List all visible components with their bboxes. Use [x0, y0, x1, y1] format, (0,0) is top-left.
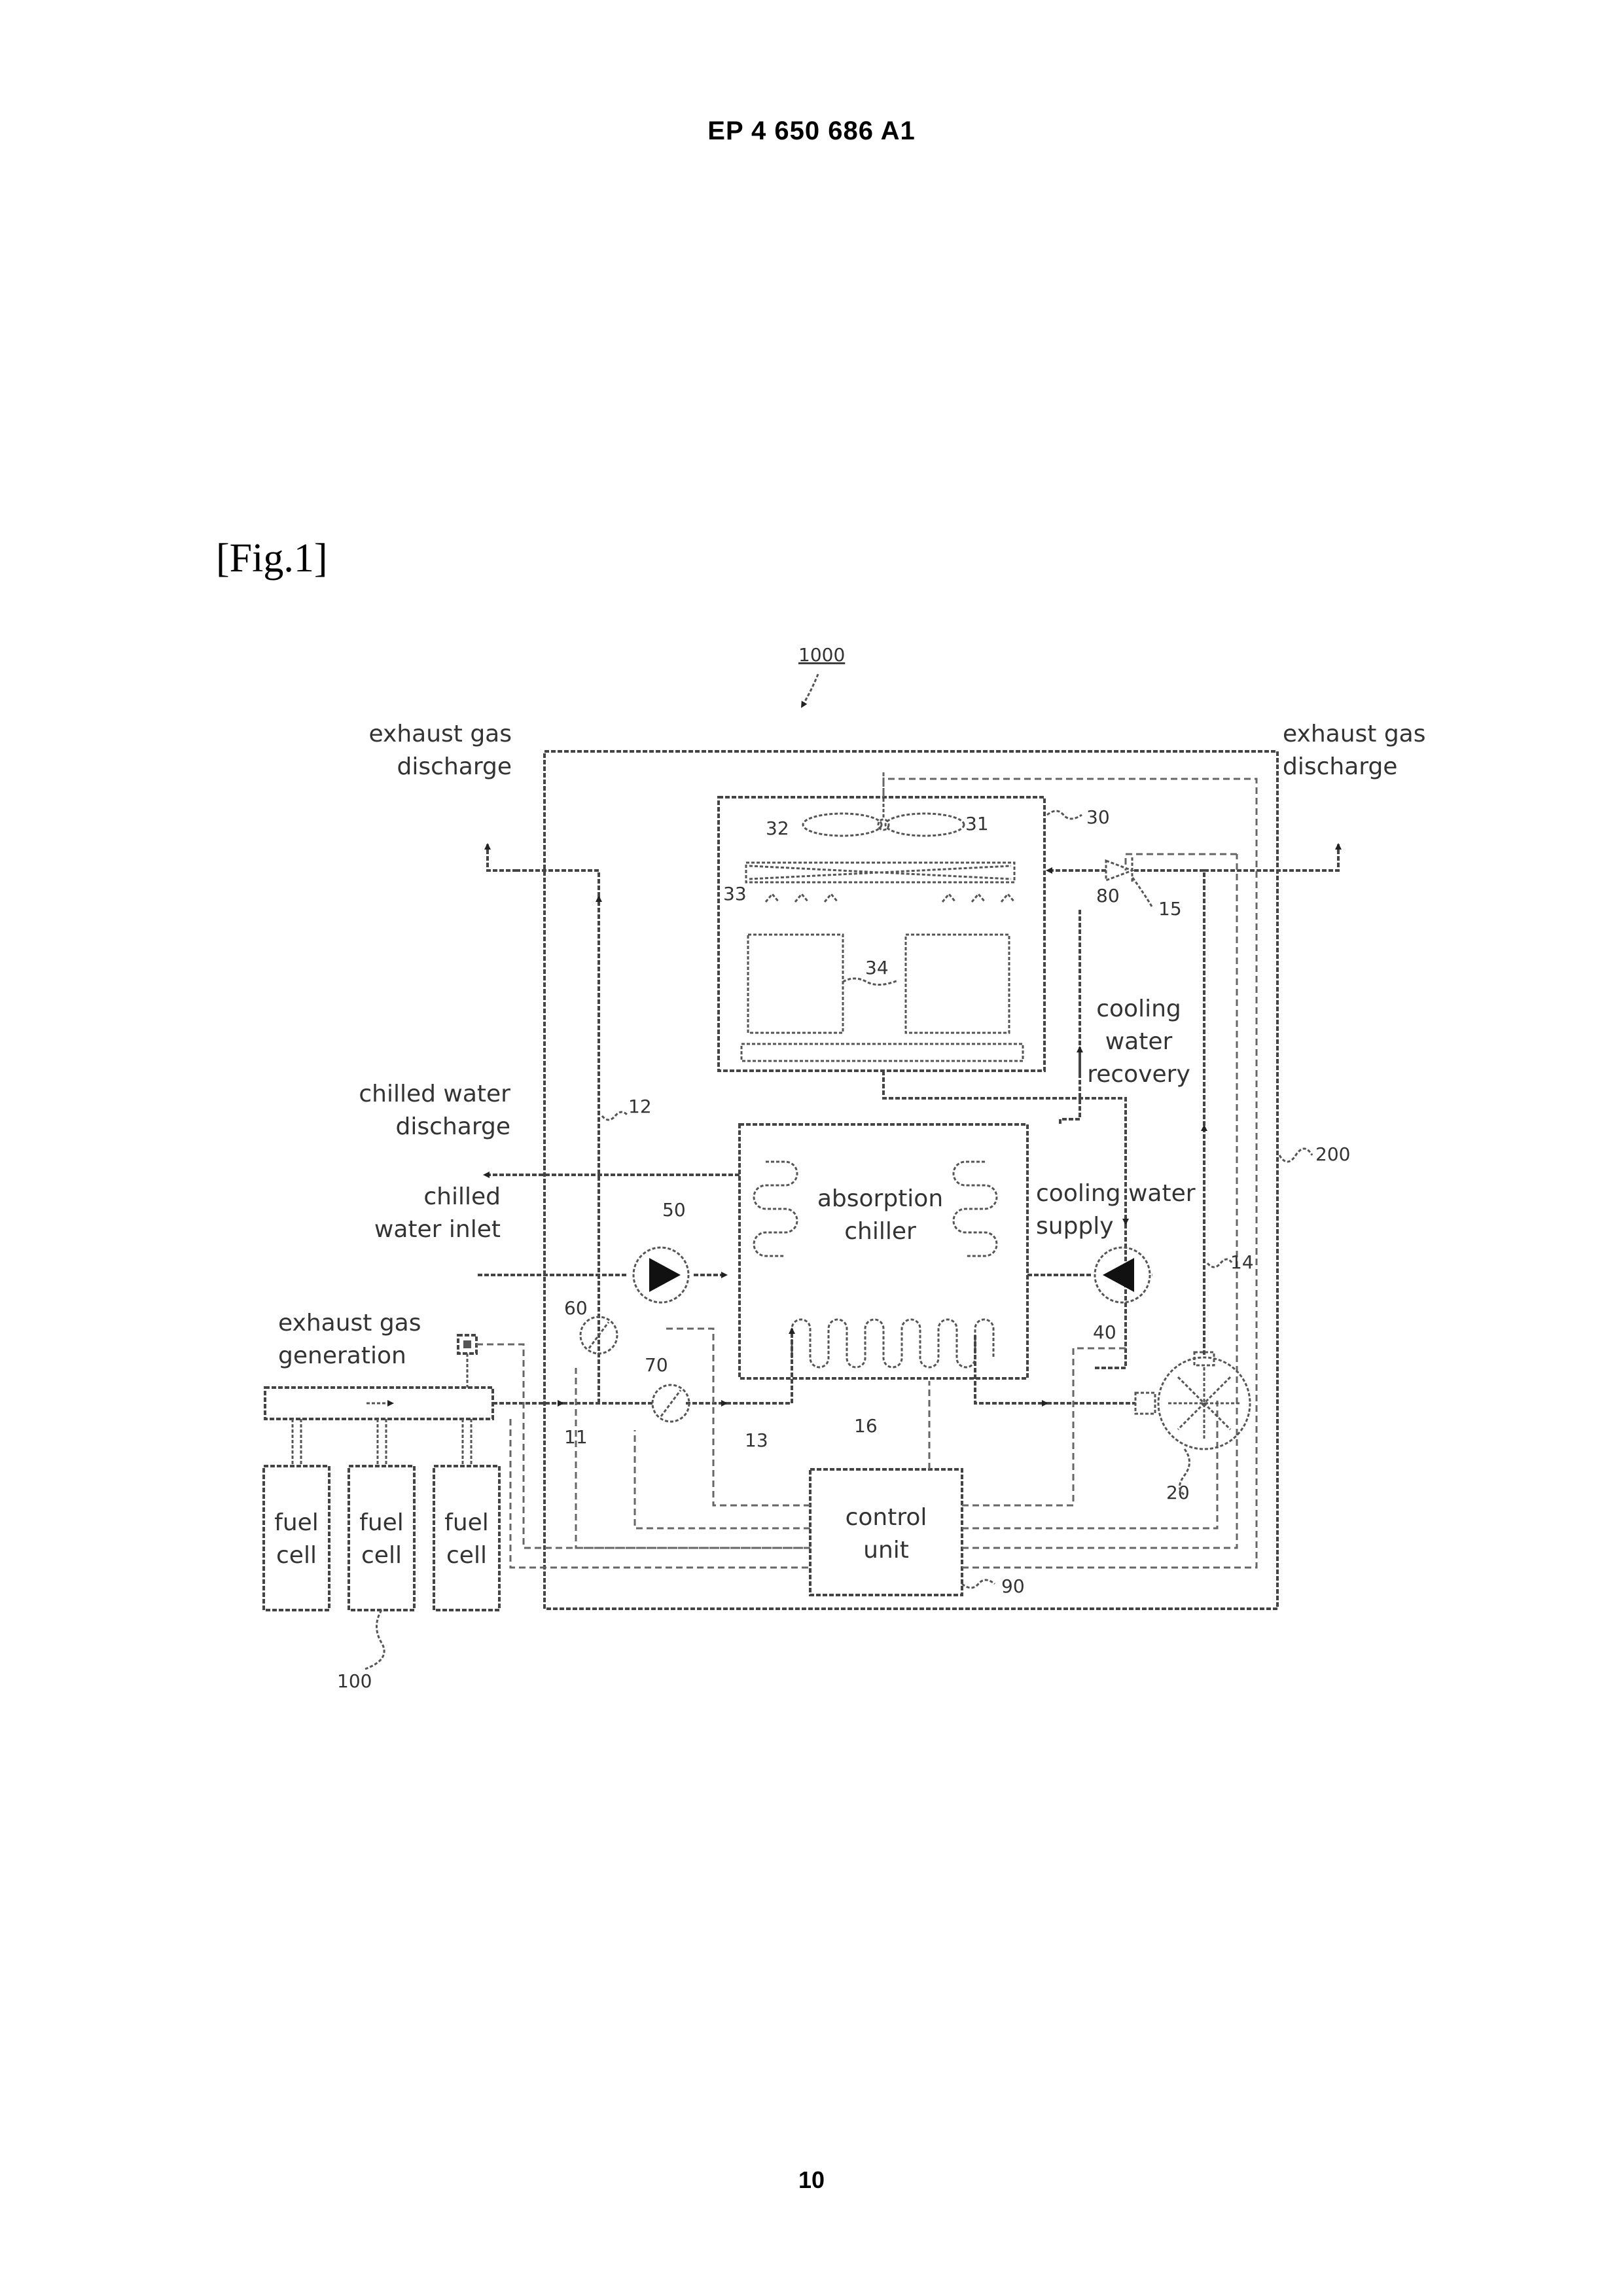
- ref-70: 70: [645, 1354, 668, 1376]
- svg-text:cell: cell: [446, 1542, 487, 1569]
- fuel-cell-1: [264, 1466, 329, 1610]
- ref-60: 60: [564, 1297, 588, 1319]
- ref-14: 14: [1230, 1251, 1254, 1273]
- ref-33: 33: [723, 883, 747, 905]
- svg-text:discharge: discharge: [396, 1113, 510, 1140]
- label-control-unit: control: [846, 1504, 927, 1531]
- label-fuel-cell-2: fuel: [359, 1509, 404, 1536]
- ref-90: 90: [1001, 1575, 1025, 1597]
- label-cooling-supply: cooling water: [1036, 1180, 1196, 1207]
- svg-text:supply: supply: [1036, 1213, 1114, 1240]
- label-fuel-cell-1: fuel: [274, 1509, 319, 1536]
- svg-text:chiller: chiller: [844, 1218, 916, 1245]
- svg-text:unit: unit: [863, 1537, 909, 1564]
- ref-16: 16: [854, 1415, 878, 1437]
- label-exhaust-generation: exhaust gas: [278, 1310, 421, 1336]
- svg-text:discharge: discharge: [1283, 753, 1397, 780]
- svg-text:generation: generation: [278, 1342, 406, 1369]
- ref-31: 31: [965, 813, 989, 834]
- label-cooling-recovery: cooling: [1096, 996, 1181, 1022]
- ref-11: 11: [564, 1426, 588, 1448]
- svg-text:cell: cell: [276, 1542, 317, 1569]
- ref-13: 13: [745, 1429, 768, 1451]
- ref-100: 100: [337, 1670, 372, 1692]
- svg-text:cell: cell: [361, 1542, 402, 1569]
- ref-80: 80: [1096, 885, 1120, 906]
- ref-40: 40: [1093, 1321, 1116, 1343]
- page-number: 10: [0, 2166, 1623, 2194]
- ref-12: 12: [628, 1096, 652, 1117]
- ref-32: 32: [766, 817, 789, 839]
- ref-30: 30: [1086, 806, 1110, 828]
- ref-34: 34: [865, 957, 889, 978]
- svg-text:water: water: [1105, 1028, 1173, 1055]
- absorption-chiller: [740, 1124, 1027, 1378]
- fuel-cell-2: [349, 1466, 414, 1610]
- label-fuel-cell-3: fuel: [444, 1509, 489, 1536]
- ref-15: 15: [1158, 898, 1182, 920]
- svg-text:discharge: discharge: [397, 753, 512, 780]
- svg-text:water inlet: water inlet: [374, 1216, 501, 1243]
- label-chilled-inlet: chilled: [423, 1183, 501, 1210]
- svg-text:recovery: recovery: [1087, 1061, 1190, 1088]
- label-exhaust-discharge-left: exhaust gas: [369, 721, 512, 747]
- ref-20: 20: [1166, 1482, 1190, 1503]
- label-absorption-chiller: absorption: [817, 1185, 943, 1212]
- label-chilled-discharge: chilled water: [359, 1081, 510, 1107]
- fuel-cell-3: [434, 1466, 499, 1610]
- ref-200: 200: [1315, 1143, 1350, 1165]
- label-exhaust-discharge-right: exhaust gas: [1283, 721, 1426, 747]
- control-unit: [810, 1469, 962, 1595]
- ref-1000: 1000: [798, 644, 845, 666]
- ref-50: 50: [662, 1199, 686, 1221]
